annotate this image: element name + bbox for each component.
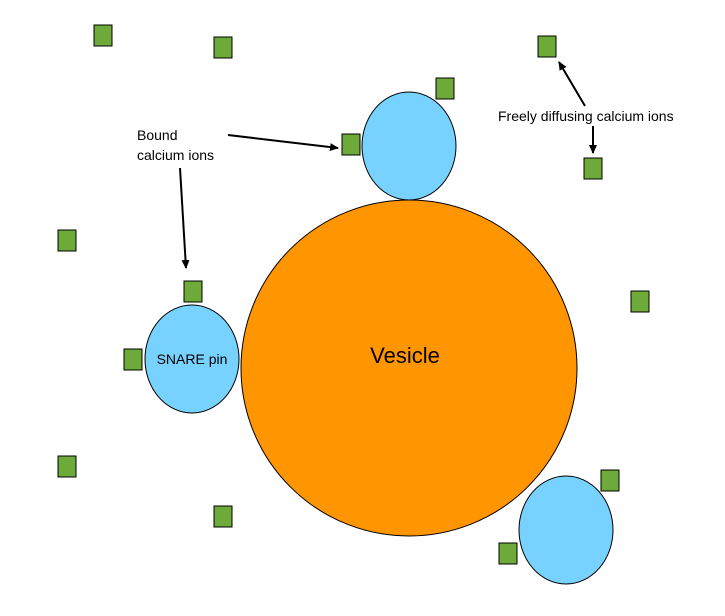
bound-calcium-ion: [341, 133, 361, 156]
vesicle-label: Vesicle: [370, 343, 440, 368]
arrow-to-bound-ion-top: [227, 134, 339, 152]
free-calcium-ion: [57, 455, 77, 478]
arrow-to-bound-ion-left: [179, 167, 190, 269]
bound-ions-label-line2: calcium ions: [137, 147, 214, 163]
free-calcium-ion: [213, 36, 233, 59]
bound-calcium-ion: [435, 77, 455, 100]
free-ions-label: Freely diffusing calcium ions: [498, 108, 674, 124]
snare-pin-top: [361, 91, 457, 201]
free-calcium-ion: [57, 229, 77, 252]
free-calcium-ion: [583, 157, 603, 180]
free-calcium-ion: [630, 290, 650, 313]
vesicle: [240, 199, 578, 537]
bound-calcium-ion: [600, 469, 620, 492]
bound-calcium-ion: [183, 280, 203, 303]
bound-ions-label-line1: Bound: [137, 127, 177, 143]
bound-calcium-ion: [123, 348, 143, 371]
free-calcium-ion: [537, 35, 557, 58]
bound-calcium-ion: [498, 542, 518, 565]
free-calcium-ion: [93, 24, 113, 47]
snare-pin-label: SNARE pin: [157, 351, 228, 367]
arrow-to-free-ion-up: [558, 61, 586, 107]
snare-pin-left: [144, 304, 240, 414]
snare-pin-bottom-right: [518, 475, 614, 585]
free-calcium-ion: [213, 505, 233, 528]
